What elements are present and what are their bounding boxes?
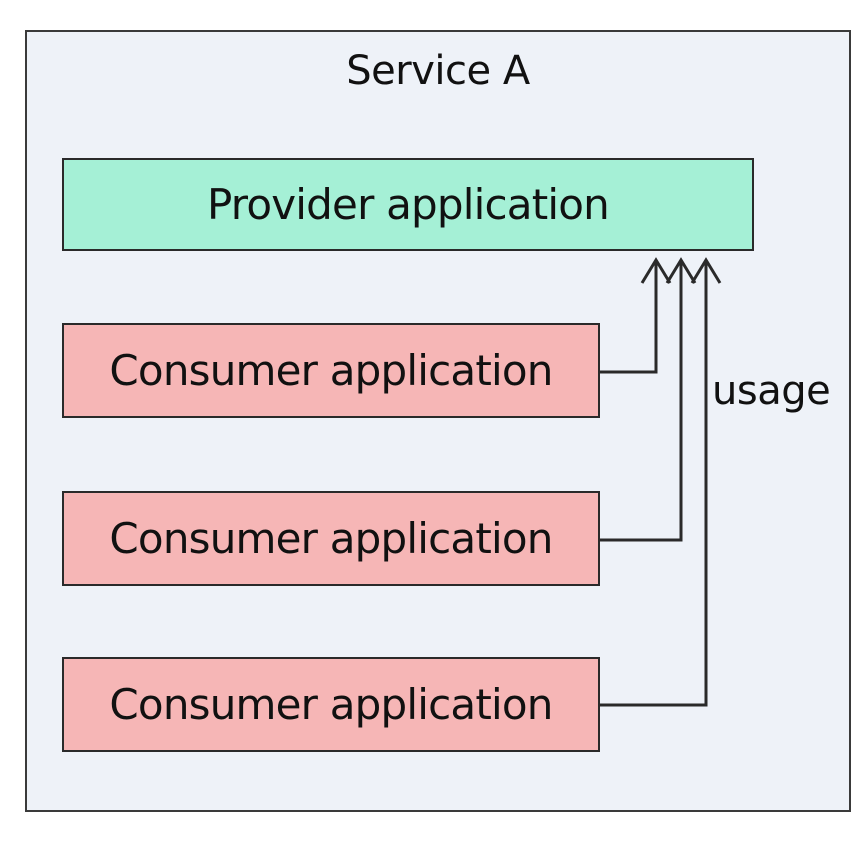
arrowhead-2: [665, 257, 697, 284]
arrowhead-3: [690, 257, 722, 284]
arrowhead-1: [640, 257, 672, 284]
usage-connector-1: [600, 262, 658, 374]
consumer-application-label-2: Consumer application: [109, 514, 553, 563]
service-title: Service A: [346, 48, 530, 94]
provider-application-label: Provider application: [207, 180, 610, 229]
consumer-application-box-2: Consumer application: [62, 491, 600, 586]
consumer-application-label-3: Consumer application: [109, 680, 553, 729]
usage-edge-label: usage: [712, 368, 831, 414]
consumer-application-box-1: Consumer application: [62, 323, 600, 418]
usage-connector-3: [600, 262, 708, 707]
usage-connector-2: [600, 262, 683, 542]
consumer-application-label-1: Consumer application: [109, 346, 553, 395]
provider-application-box: Provider application: [62, 158, 754, 251]
consumer-application-box-3: Consumer application: [62, 657, 600, 752]
